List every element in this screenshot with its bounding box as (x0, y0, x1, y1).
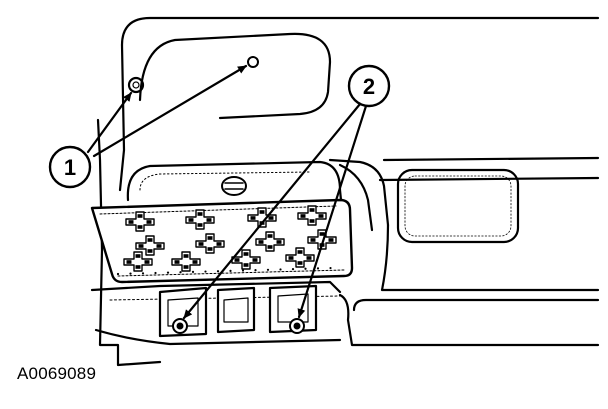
fuse-slot (297, 261, 303, 265)
fuse-slot (135, 254, 141, 258)
fuse-grid (116, 205, 337, 276)
fuse-slot (250, 216, 256, 220)
panel-rivet (116, 272, 120, 276)
fuse-slot (197, 212, 203, 216)
fuse-slot (243, 252, 249, 256)
fuse-slot (135, 265, 141, 269)
fuse-slot (328, 238, 334, 242)
fuse-slot (216, 242, 222, 246)
panel-rivet (154, 271, 157, 275)
fuse-slot (259, 210, 265, 214)
panel-rivet (291, 268, 295, 271)
fuse-cluster (255, 231, 285, 252)
fuse-slot (147, 249, 153, 253)
dash-panel (96, 16, 600, 367)
retaining-nut-right (289, 318, 305, 334)
fuse-slot (144, 260, 150, 264)
logo-emblem (221, 176, 247, 196)
fuse-slot (197, 223, 203, 227)
fuse-slot (318, 214, 324, 218)
panel-rivet (166, 271, 170, 274)
fuse-slot (128, 220, 134, 224)
fuse-slot (243, 263, 249, 267)
fuse-slot (268, 216, 274, 220)
fuse-slot (319, 232, 325, 236)
callout-2-circle (347, 64, 391, 108)
fuse-slot (137, 225, 143, 229)
fuse-slot (309, 208, 315, 212)
callout-1-label: 1 (64, 155, 76, 180)
fuse-slot (126, 260, 132, 264)
callout-1-leader-left (86, 91, 133, 154)
fuse-slot (183, 254, 189, 258)
fuse-cluster (125, 211, 155, 232)
panel-rivet (316, 267, 320, 270)
callout-2-leader-left (182, 102, 362, 320)
fuse-slot (309, 219, 315, 223)
side-window (396, 168, 520, 244)
fuse-slot (252, 258, 258, 262)
callout-2: 2 (182, 64, 391, 320)
fuse-slot (188, 218, 194, 222)
fuse-cluster (285, 247, 315, 268)
screw-hole-left (127, 76, 145, 94)
bracket-center (216, 286, 256, 334)
callout-2-label: 2 (363, 74, 375, 99)
retaining-nut-left (172, 318, 188, 334)
panel-rivet (204, 270, 207, 273)
fuse-cluster (231, 249, 261, 270)
panel-rivet (216, 270, 220, 273)
fuse-slot (267, 234, 273, 238)
fuse-slot (138, 244, 144, 248)
fuse-slot (267, 245, 273, 249)
panel-rivet (254, 269, 257, 272)
fuse-slot (183, 265, 189, 269)
fuse-slot (288, 256, 294, 260)
callout-1-leader-right (92, 64, 248, 158)
fuse-slot (206, 218, 212, 222)
housing-recess (126, 160, 344, 212)
panel-rivet (129, 272, 132, 275)
figure-id-label: A0069089 (17, 364, 97, 383)
fuse-slot (300, 214, 306, 218)
fuse-cluster (135, 235, 165, 256)
panel-rivet (304, 267, 307, 270)
panel-rivet (329, 266, 332, 270)
fuse-cluster (171, 251, 201, 272)
panel-rivet (191, 270, 195, 273)
fuse-slot (297, 250, 303, 254)
fuse-cluster (185, 209, 215, 230)
bracket-left (158, 286, 208, 338)
fuse-slot (156, 244, 162, 248)
fuse-slot (137, 214, 143, 218)
panel-rivet (179, 271, 182, 274)
panel-rivet (279, 268, 282, 271)
callout-1: 1 (48, 64, 248, 189)
fuse-slot (276, 240, 282, 244)
callout-2-leader-right (297, 104, 368, 319)
fuse-cluster (297, 205, 327, 226)
fuse-slot (198, 242, 204, 246)
panel-rivet (229, 269, 232, 272)
fuse-slot (234, 258, 240, 262)
fuse-slot (146, 220, 152, 224)
fuse-cluster (123, 251, 153, 272)
fuse-slot (258, 240, 264, 244)
panel-rivet (241, 269, 245, 272)
callout-1-circle (48, 145, 92, 189)
fuse-slot (192, 260, 198, 264)
fuse-cluster (195, 233, 225, 254)
fuse-slot (306, 256, 312, 260)
panel-rivet (141, 272, 145, 275)
fuse-slot (207, 247, 213, 251)
fuse-slot (310, 238, 316, 242)
fuse-slot (174, 260, 180, 264)
fuse-slot (147, 238, 153, 242)
fuse-slot (207, 236, 213, 240)
screw-hole-right (247, 56, 259, 68)
panel-rivet (266, 268, 270, 271)
mounting-housing (90, 280, 342, 346)
